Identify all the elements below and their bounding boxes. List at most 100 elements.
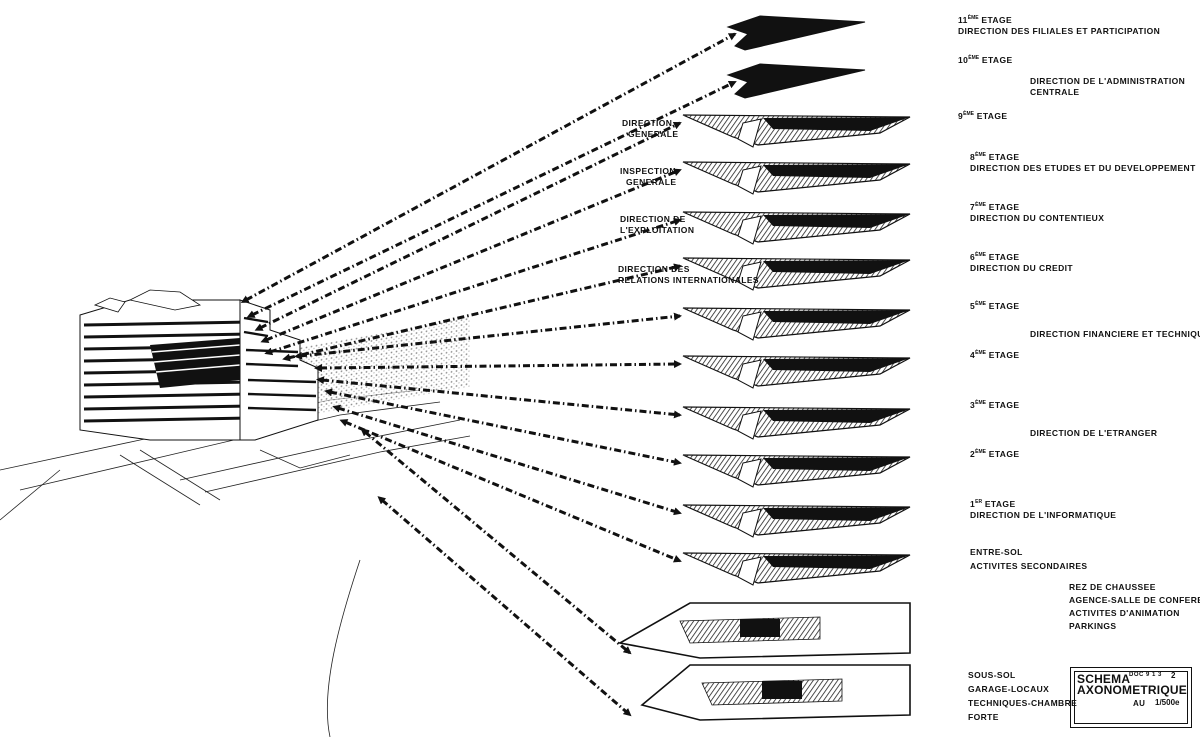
floor-plate-11 xyxy=(726,15,866,51)
street-ground xyxy=(0,389,471,737)
floor-plate-5 xyxy=(682,307,911,341)
title-block-scale-value: 1/500e xyxy=(1155,698,1180,707)
floor-plate-8 xyxy=(682,161,911,195)
title-block-frame xyxy=(1074,671,1188,724)
floor-department-3-text: DIRECTION DE L'ETRANGER xyxy=(1030,428,1158,438)
title-line-2: AXONOMETRIQUE xyxy=(1077,683,1187,697)
floor-dark-zone-8 xyxy=(763,164,910,178)
arrow-to-floor-6 xyxy=(282,263,682,362)
floor-label-soussol: SOUS-SOL GARAGE-LOCAUX TECHNIQUES-CHAMBR… xyxy=(968,668,1077,724)
arrow-to-floor-1 xyxy=(332,404,682,516)
floor-plate-10 xyxy=(726,63,866,99)
floor-core-7 xyxy=(737,215,762,245)
arrow-to-floor-entresol xyxy=(339,419,682,563)
label-direction-generale: DIRECTION GENERALE xyxy=(622,118,678,140)
floor-link-arrows xyxy=(240,32,737,717)
floor-label-rdc: REZ DE CHAUSSEE AGENCE-SALLE DE CONFEREN… xyxy=(1069,581,1200,633)
floor-department-rdc-line2: ACTIVITES D'ANIMATION xyxy=(1069,608,1180,618)
floor-level-3: 3ème ETAGE xyxy=(970,400,1020,410)
floor-department-1: DIRECTION DE L'INFORMATIQUE xyxy=(970,510,1117,520)
label-inspection-generale-line1: INSPECTION xyxy=(620,166,676,176)
building-axonometric xyxy=(0,289,471,737)
floor-plate-4 xyxy=(682,355,911,389)
title-line-1: SCHEMA xyxy=(1077,672,1131,686)
floor-label-4: 4ème ETAGE xyxy=(970,348,1019,361)
arrow-to-floor-7 xyxy=(264,218,682,356)
floor-core-3 xyxy=(737,410,762,440)
floor-level-6: 6ème ETAGE xyxy=(970,252,1020,262)
floor-department-soussol-line1: GARAGE-LOCAUX xyxy=(968,684,1050,694)
floor-department-10-line1: DIRECTION DE L'ADMINISTRATION xyxy=(1030,76,1186,86)
floor-label-2: 2ème ETAGE xyxy=(970,447,1019,460)
label-direction-relations-line1: DIRECTION DES xyxy=(618,264,690,274)
label-direction-relations: DIRECTION DES RELATIONS INTERNATIONALES xyxy=(618,264,759,286)
title-block: SCHEMA AXONOMETRIQUE DOC 9 1 3 2 AU 1/50… xyxy=(1070,667,1192,728)
floor-level-10: 10ème ETAGE xyxy=(958,55,1013,65)
floor-department-8: DIRECTION DES ETUDES ET DU DEVELOPPEMENT xyxy=(970,163,1196,173)
floor-dark-zone-5 xyxy=(763,310,910,324)
arrow-to-floor-5 xyxy=(294,312,682,360)
floor-level-rdc: REZ DE CHAUSSEE xyxy=(1069,582,1156,592)
floor-plate-9 xyxy=(682,114,911,148)
floor-plate-soussol xyxy=(640,664,911,721)
floor-dark-zone-3 xyxy=(763,409,910,423)
title-block-sheet-number: 2 xyxy=(1171,671,1176,680)
floor-core-5 xyxy=(737,311,762,341)
floor-department-entresol: ACTIVITES SECONDAIRES xyxy=(970,561,1088,571)
arrow-to-floor-2 xyxy=(324,388,682,466)
floor-core-soussol xyxy=(762,681,802,699)
floor-label-6: 6ème ETAGE DIRECTION DU CREDIT xyxy=(970,250,1073,274)
label-direction-exploitation: DIRECTION DE L'EXPLOITATION xyxy=(620,214,694,236)
label-inspection-generale: INSPECTION GENERALE xyxy=(620,166,676,188)
floor-dark-zone-1 xyxy=(763,507,910,521)
floor-department-5: DIRECTION FINANCIERE ET TECHNIQUE xyxy=(1030,329,1200,340)
floor-core-1 xyxy=(737,508,762,538)
floor-label-7: 7ème ETAGE DIRECTION DU CONTENTIEUX xyxy=(970,200,1104,224)
floor-core-9 xyxy=(737,118,762,148)
floor-plates xyxy=(617,15,911,721)
floor-dark-zone-4 xyxy=(763,358,910,372)
floor-core-6 xyxy=(737,261,762,291)
floor-core-8 xyxy=(737,165,762,195)
floor-level-soussol: SOUS-SOL xyxy=(968,670,1016,680)
floor-level-8: 8ème ETAGE xyxy=(970,152,1020,162)
floor-plate-rdc xyxy=(617,602,911,659)
floor-level-4: 4ème ETAGE xyxy=(970,350,1020,360)
floor-plate-2 xyxy=(682,454,911,488)
floor-level-1: 1er ETAGE xyxy=(970,499,1016,509)
floor-plate-6 xyxy=(682,257,911,291)
title-block-scale-prefix: AU xyxy=(1133,699,1146,708)
floor-plate-7 xyxy=(682,211,911,245)
floor-department-10: DIRECTION DE L'ADMINISTRATION CENTRALE xyxy=(1030,76,1185,98)
floor-dark-zone-6 xyxy=(763,260,910,274)
floor-plate-1 xyxy=(682,504,911,538)
floor-core-2 xyxy=(737,458,762,488)
floor-level-entresol: ENTRE-SOL xyxy=(970,547,1023,557)
floor-dark-zone-9 xyxy=(763,117,910,131)
label-inspection-generale-line2: GENERALE xyxy=(626,177,677,187)
label-direction-exploitation-line1: DIRECTION DE xyxy=(620,214,686,224)
floor-core-4 xyxy=(737,359,762,389)
floor-label-9: 9ème ETAGE xyxy=(958,109,1007,122)
floor-label-3: 3ème ETAGE xyxy=(970,398,1019,411)
title-block-title: SCHEMA AXONOMETRIQUE xyxy=(1077,672,1187,697)
arrow-to-floor-soussol xyxy=(377,496,632,717)
floor-department-soussol-line3: FORTE xyxy=(968,712,999,722)
floor-department-soussol-line2: TECHNIQUES-CHAMBRE xyxy=(968,698,1078,708)
floor-label-8: 8ème ETAGE DIRECTION DES ETUDES ET DU DE… xyxy=(970,150,1196,174)
floor-label-1: 1er ETAGE DIRECTION DE L'INFORMATIQUE xyxy=(970,497,1116,521)
floor-department-10-line2: CENTRALE xyxy=(1030,87,1080,97)
floor-level-7: 7ème ETAGE xyxy=(970,202,1020,212)
floor-label-5: 5ème ETAGE xyxy=(970,299,1019,312)
floor-label-11: 11ème ETAGE DIRECTION DES FILIALES ET PA… xyxy=(958,13,1160,37)
floor-slab-11 xyxy=(726,15,866,51)
floor-dark-zone-2 xyxy=(763,457,910,471)
arrow-to-floor-9 xyxy=(254,121,682,331)
floor-department-5-text: DIRECTION FINANCIERE ET TECHNIQUE xyxy=(1030,329,1200,339)
arrow-to-floor-4 xyxy=(314,360,682,372)
label-direction-generale-line2: GENERALE xyxy=(628,129,679,139)
arrow-to-floor-rdc xyxy=(360,428,632,655)
floor-core-rdc xyxy=(740,619,780,637)
tower-body xyxy=(79,289,319,441)
